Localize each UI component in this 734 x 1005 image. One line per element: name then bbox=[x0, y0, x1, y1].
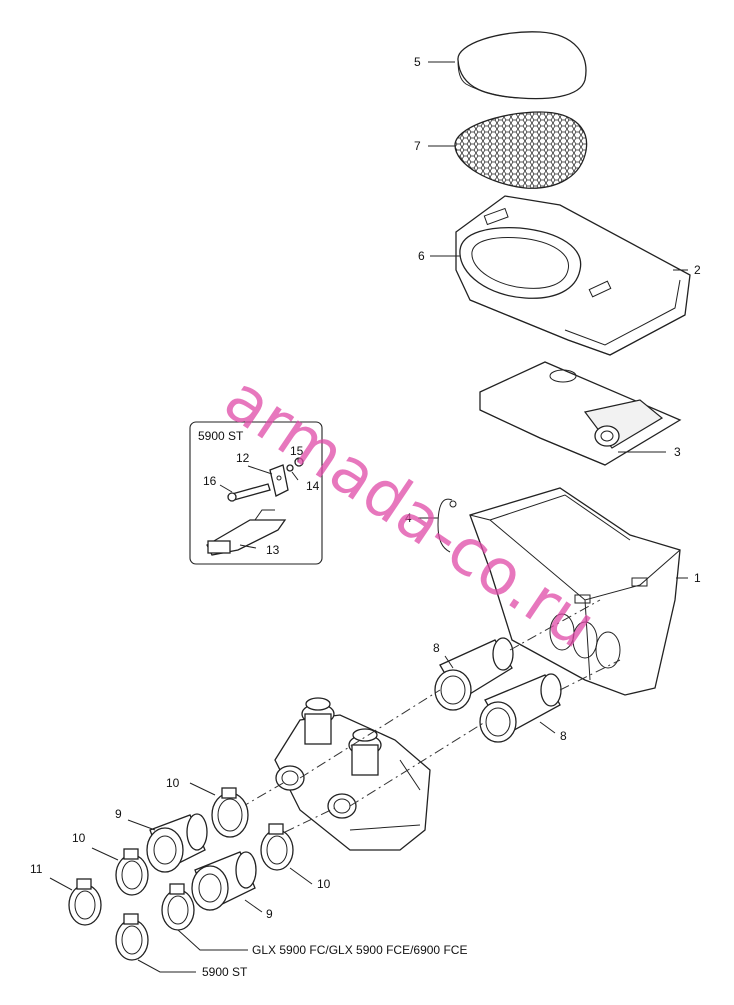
callout-6: 6 bbox=[418, 249, 425, 263]
callout-3: 3 bbox=[674, 445, 681, 459]
callout-5: 5 bbox=[414, 55, 421, 69]
callout-4: 4 bbox=[405, 511, 412, 525]
clamp-11 bbox=[68, 878, 102, 926]
callout-10-left: 10 bbox=[72, 831, 86, 845]
callout-10-right: 10 bbox=[317, 877, 331, 891]
callout-2: 2 bbox=[694, 263, 701, 277]
part-16-screw bbox=[227, 483, 271, 502]
inset-5900-st: 5900 ST bbox=[189, 421, 323, 565]
clamp-10-right bbox=[260, 823, 294, 871]
callout-12: 12 bbox=[236, 451, 250, 465]
part-8-adapter-upper bbox=[434, 637, 514, 711]
part-13-latch bbox=[206, 509, 287, 556]
callout-10-top: 10 bbox=[166, 776, 180, 790]
part-6-gasket bbox=[459, 226, 582, 299]
part-9-sleeve-lower bbox=[191, 851, 257, 911]
part-12-bracket bbox=[269, 464, 289, 497]
callout-13: 13 bbox=[266, 543, 280, 557]
callouts: 5 7 6 2 3 1 4 8 8 10 9 10 11 10 9 12 15 … bbox=[30, 55, 701, 921]
variant-note-glx: GLX 5900 FC/GLX 5900 FCE/6900 FCE bbox=[252, 943, 467, 957]
callout-9-lower: 9 bbox=[266, 907, 273, 921]
clamp-10-glx bbox=[161, 883, 195, 931]
callout-15: 15 bbox=[290, 444, 304, 458]
callout-8-lower: 8 bbox=[560, 729, 567, 743]
callout-7: 7 bbox=[414, 139, 421, 153]
part-8-adapter-lower bbox=[479, 673, 562, 743]
callout-11: 11 bbox=[30, 862, 43, 876]
inset-title: 5900 ST bbox=[198, 429, 244, 443]
variant-note-st: 5900 ST bbox=[202, 965, 248, 979]
part-4-clip bbox=[437, 498, 457, 553]
clamp-10-top bbox=[211, 787, 249, 838]
callout-1: 1 bbox=[694, 571, 701, 585]
alignment-lines bbox=[239, 599, 621, 833]
part-9-sleeve-upper bbox=[146, 813, 208, 873]
clamp-st bbox=[115, 913, 149, 961]
part-7-filter-mesh bbox=[454, 111, 588, 189]
carburetor-assembly bbox=[274, 697, 431, 851]
callout-14: 14 bbox=[306, 479, 320, 493]
part-15-nut bbox=[294, 457, 304, 467]
part-3-intake-plate bbox=[479, 361, 682, 466]
part-14-washer bbox=[286, 464, 294, 472]
part-5-filter-pad bbox=[457, 31, 587, 100]
callout-8-upper: 8 bbox=[433, 641, 440, 655]
leader-lines bbox=[49, 61, 688, 973]
callout-9-upper: 9 bbox=[115, 807, 122, 821]
callout-16: 16 bbox=[203, 474, 217, 488]
clamp-10-left bbox=[115, 848, 149, 896]
